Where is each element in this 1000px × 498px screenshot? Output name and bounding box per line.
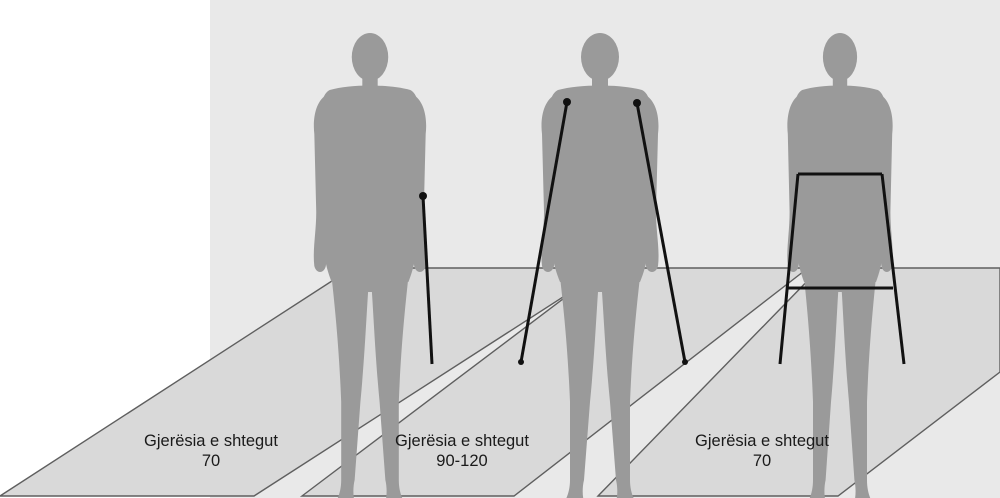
lane-label-3-width: 70 bbox=[652, 451, 872, 471]
lane-label-2: Gjerësia e shtegut 90-120 bbox=[352, 431, 572, 471]
lane-label-3: Gjerësia e shtegut 70 bbox=[652, 431, 872, 471]
background-corner bbox=[0, 0, 210, 135]
lane-label-2-width: 90-120 bbox=[352, 451, 572, 471]
lane-label-1-width: 70 bbox=[101, 451, 321, 471]
lane-label-1-title: Gjerësia e shtegut bbox=[101, 431, 321, 451]
lane-label-1: Gjerësia e shtegut 70 bbox=[101, 431, 321, 471]
lane-label-3-title: Gjerësia e shtegut bbox=[652, 431, 872, 451]
lane-label-2-title: Gjerësia e shtegut bbox=[352, 431, 572, 451]
